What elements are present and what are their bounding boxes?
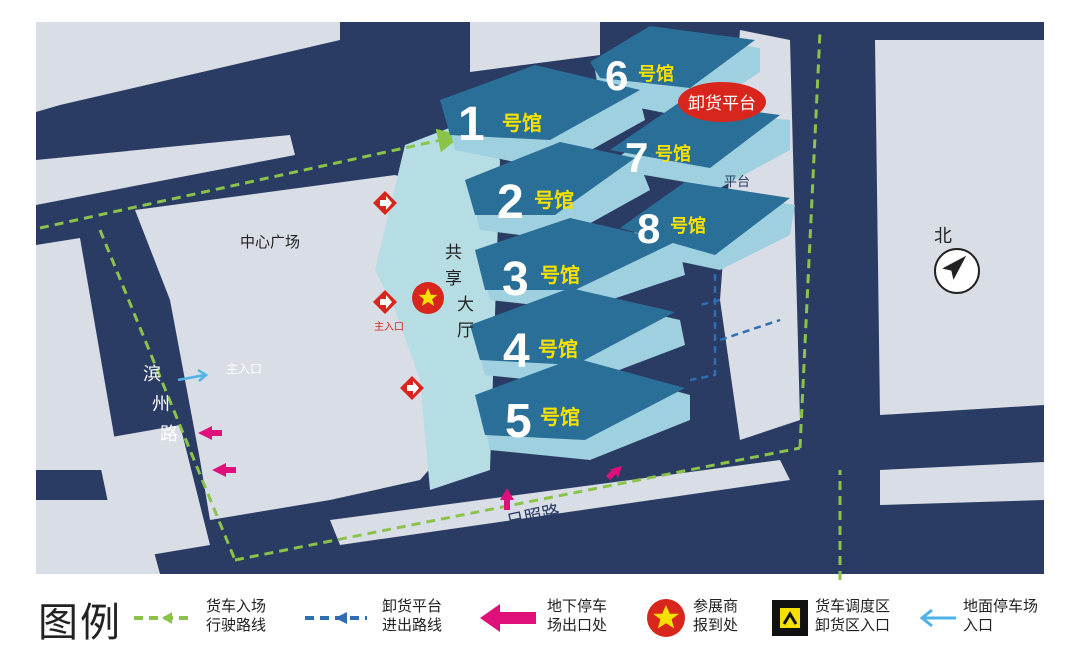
block-w1 [36, 238, 120, 470]
hall-2-num: 2 [497, 176, 524, 229]
hall-3-suffix: 号馆 [540, 263, 580, 287]
hall-4-suffix: 号馆 [538, 337, 578, 361]
road-names-west: 滨 州 路 [143, 364, 178, 445]
legend-ground-parking-line2: 入口 [963, 616, 994, 634]
block-s [330, 460, 790, 545]
legend-truck-dispatch-line1: 货车调度区 [815, 597, 891, 615]
road-binzhou-2: 州 [152, 394, 170, 415]
parking-exit-icon [500, 488, 514, 510]
legend-truck-route-line2: 行驶路线 [206, 616, 267, 634]
block-nw [36, 22, 340, 112]
road-erhuan-4: 路 [824, 236, 842, 257]
legend-truck-dispatch: 货车调度区 卸货区入口 [815, 597, 890, 635]
parking-exit-icon [212, 463, 236, 477]
hall-5-suffix: 号馆 [540, 405, 580, 429]
compass: 北 [934, 226, 980, 294]
road-erhuan-1: 二 [824, 144, 842, 165]
legend-ground-parking-line1: 地面停车场 [963, 597, 1039, 615]
hall-7-num: 7 [625, 134, 648, 181]
parking-exit-legend-icon [480, 604, 536, 632]
truck-dispatch-legend-icon [772, 600, 808, 636]
west-entrance-label: 主入口 [226, 362, 262, 376]
legend-registration-line2: 报到处 [693, 616, 739, 634]
hall-7-suffix: 号馆 [655, 143, 691, 164]
hall-1-suffix: 号馆 [502, 111, 542, 135]
registration-star-icon [412, 282, 444, 314]
entrance-arrow-icon [373, 191, 397, 215]
legend-truck-dispatch-line2: 卸货区入口 [815, 616, 891, 634]
hall-4-roof [470, 288, 675, 365]
legend-parking-exit-line1: 地下停车 [547, 597, 608, 615]
hall-6-num: 6 [605, 52, 628, 99]
hall-3-roof [475, 218, 675, 290]
hall-8-num: 8 [637, 205, 660, 252]
unloading-route-legend-icon [305, 612, 367, 624]
legend-unloading-route-line2: 进出路线 [382, 616, 443, 634]
lobby-char-1: 共 [445, 243, 462, 263]
legend-ground-parking: 地面停车场 入口 [963, 597, 1038, 635]
hall-labels: 1 号馆 2 号馆 3 号馆 4 号馆 5 号馆 6 号馆 7 号馆 8 号馆 [458, 52, 706, 448]
hall-5-roof [475, 358, 685, 440]
road-binzhou-1: 滨 [143, 364, 161, 385]
legend: 图例 货车入场 行驶路线 卸货平台 进出路线 地下停车 场出口处 参展商 报到处… [0, 580, 1080, 672]
legend-unloading-route-line1: 卸货平台 [382, 597, 443, 615]
hall-5-num: 5 [505, 395, 532, 448]
lobby-char-2: 享 [445, 269, 462, 289]
legend-registration-line1: 参展商 [693, 597, 739, 615]
legend-truck-route-line1: 货车入场 [206, 597, 267, 615]
entrance-arrow-icon [373, 290, 397, 314]
unloading-platform-label: 卸货平台 [688, 94, 756, 114]
parking-exit-icon [198, 426, 222, 440]
parking-exits [198, 426, 622, 510]
unloading-platform-badge [678, 82, 766, 122]
lobby-label: 共 享 大 厅 [445, 243, 474, 341]
hall-2-roof [465, 142, 635, 215]
road-erhuan-2: 环 [824, 176, 842, 197]
ground-parking-legend-icon [919, 608, 956, 628]
road-erhuan-3: 西 [824, 206, 842, 227]
block-ne [875, 40, 1044, 415]
hall-6-roof [590, 26, 755, 88]
road-binzhou-3: 路 [160, 424, 178, 445]
parking-exit-icon [606, 466, 622, 480]
legend-registration: 参展商 报到处 [693, 597, 738, 635]
unloading-route [689, 250, 781, 382]
hall-8-suffix: 号馆 [670, 215, 706, 236]
legend-parking-exit-line2: 场出口处 [547, 616, 608, 634]
main-entrance-label: 主入口 [374, 321, 404, 333]
legend-truck-route: 货车入场 行驶路线 [206, 597, 266, 635]
parking-entry-arrow-icon [177, 368, 209, 382]
north-arrow-icon [942, 255, 967, 280]
truck-route-legend-icon [134, 612, 192, 624]
halls [440, 26, 795, 460]
block-se [880, 462, 1044, 505]
lobby-char-4: 厅 [457, 321, 474, 341]
entrance-arrow-icon [400, 376, 424, 400]
hall-2-suffix: 号馆 [534, 188, 574, 212]
north-label: 北 [934, 226, 952, 247]
lobby-char-3: 大 [457, 295, 474, 315]
hall-3-num: 3 [502, 253, 529, 306]
registration-legend-icon [647, 599, 685, 637]
hall-6-suffix: 号馆 [638, 63, 674, 84]
block-n [470, 22, 600, 72]
entrance-arrows [373, 191, 424, 400]
hall-8-roof [620, 182, 790, 255]
truck-route [39, 31, 842, 580]
hall-1-num: 1 [458, 98, 485, 151]
legend-title: 图例 [38, 600, 122, 646]
unloading-platform-partial: 平台 [724, 175, 750, 190]
hall-4-num: 4 [503, 325, 530, 378]
block-wn [36, 135, 295, 205]
plaza-label: 中心广场 [240, 233, 300, 251]
hall-1-roof [440, 65, 640, 140]
legend-unloading-route: 卸货平台 进出路线 [382, 597, 442, 635]
block-sw [95, 425, 210, 560]
legend-parking-exit: 地下停车 场出口处 [547, 597, 607, 635]
